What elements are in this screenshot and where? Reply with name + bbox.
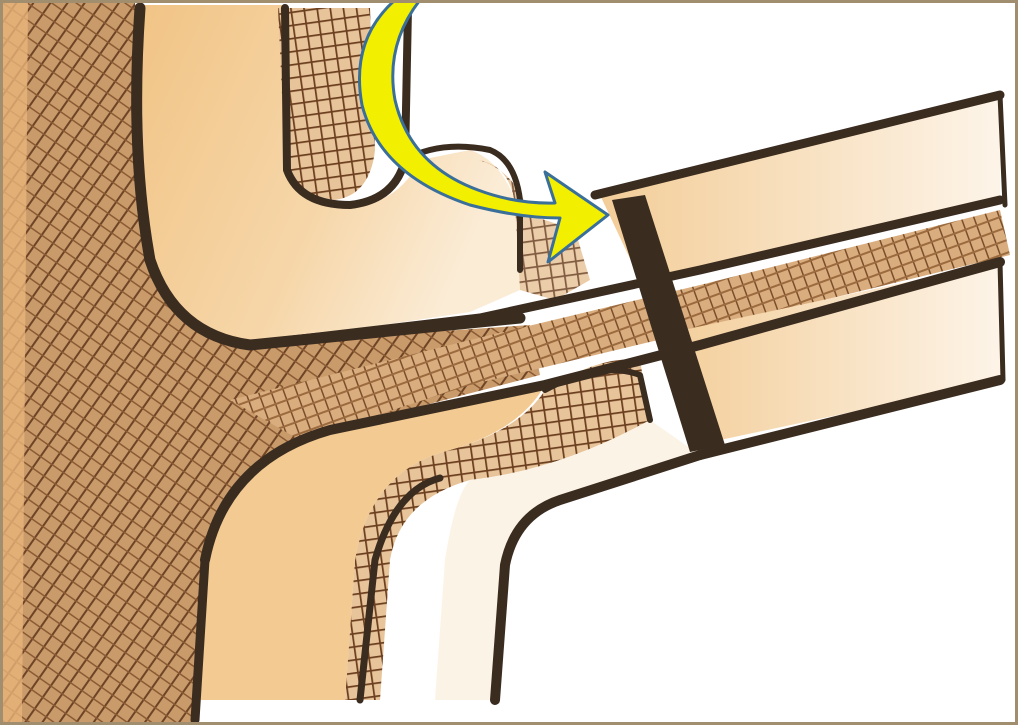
diagram-canvas	[0, 0, 1018, 725]
cross-section-illustration	[0, 0, 1018, 725]
